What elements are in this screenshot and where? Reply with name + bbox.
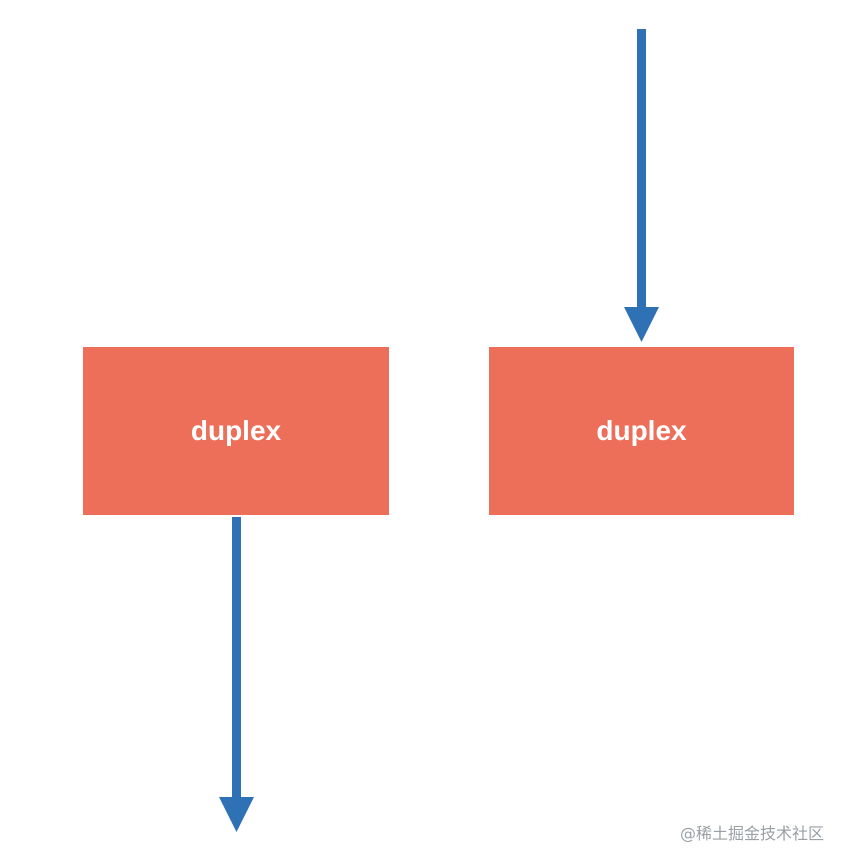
arrow-right-head xyxy=(624,307,659,342)
arrow-right-shaft xyxy=(637,29,646,309)
arrow-left-head xyxy=(219,797,254,832)
incoming-arrow-right xyxy=(624,29,659,342)
duplex-box-right-label: duplex xyxy=(596,415,687,446)
duplex-box-left-label: duplex xyxy=(190,415,282,446)
watermark-text: @稀土掘金技术社区 xyxy=(679,824,824,843)
arrow-left-shaft xyxy=(232,517,241,799)
duplex-box-right: duplex xyxy=(489,347,794,515)
outgoing-arrow-left xyxy=(219,517,254,832)
duplex-box-left: duplex xyxy=(83,347,389,515)
